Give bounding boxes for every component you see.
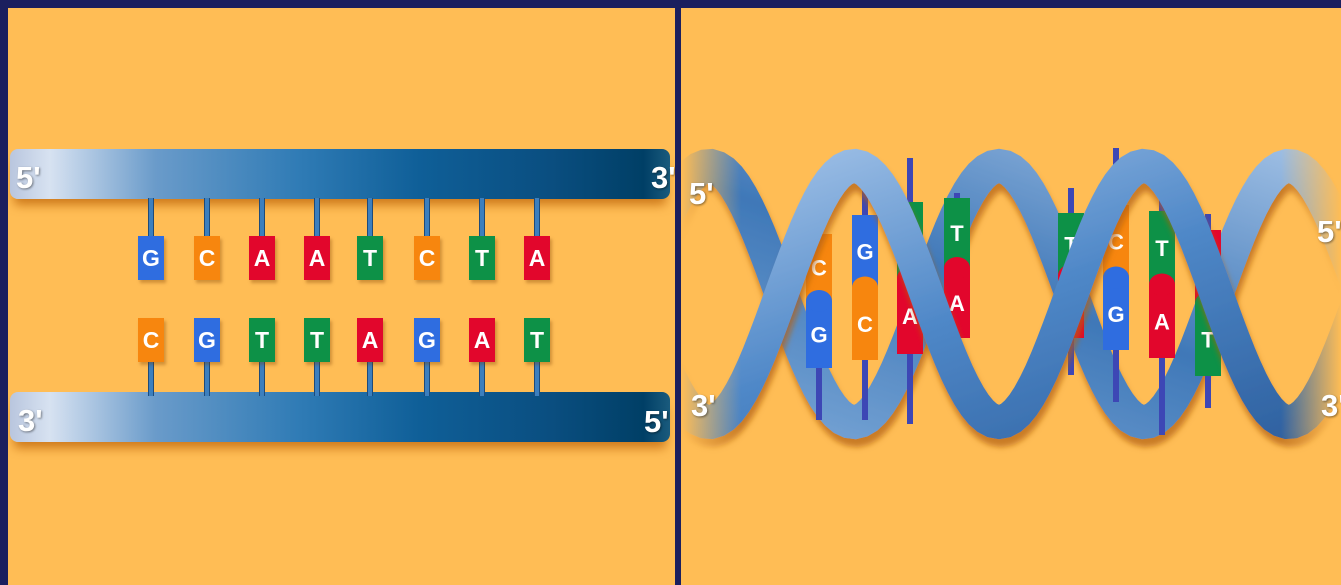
- top-base: C: [194, 236, 220, 280]
- top-base-stick: [314, 198, 320, 238]
- helix-top-right-5-prime-label: 5': [1317, 214, 1341, 250]
- helix-bottom-left-3-prime-label: 3': [691, 388, 716, 424]
- top-base-stick: [204, 198, 210, 238]
- helix-base-bulge: [852, 277, 878, 299]
- bottom-base-stick: [204, 360, 210, 396]
- right-edge-fade: [1281, 8, 1341, 585]
- helix-bottom-base-letter: G: [810, 323, 827, 348]
- bottom-base-stick: [259, 360, 265, 396]
- bottom-base-stick: [314, 360, 320, 396]
- bottom-base-stick: [148, 360, 154, 396]
- bottom-base: T: [304, 318, 330, 362]
- bottom-base: A: [357, 318, 383, 362]
- bottom-strand-3-prime-label: 3': [18, 403, 43, 439]
- top-base: G: [138, 236, 164, 280]
- helix-base-bulge: [1103, 267, 1129, 289]
- helix-top-left-5-prime-label: 5': [689, 176, 714, 212]
- top-base-stick: [424, 198, 430, 238]
- helix-top-base-letter: G: [856, 239, 873, 264]
- helix-base-bulge: [944, 257, 970, 279]
- top-base-stick: [367, 198, 373, 238]
- bottom-base-stick: [534, 360, 540, 396]
- bottom-strand: [10, 392, 670, 442]
- bottom-base-stick: [367, 360, 373, 396]
- top-strand-5-prime-label: 5': [16, 160, 41, 196]
- bottom-base-stick: [479, 360, 485, 396]
- top-base-stick: [479, 198, 485, 238]
- helix-bottom-base-letter: C: [857, 312, 873, 337]
- top-base: A: [524, 236, 550, 280]
- helix-top-base-letter: C: [811, 256, 827, 281]
- helix-base-bulge: [1149, 274, 1175, 296]
- top-strand: [10, 149, 670, 199]
- top-base: C: [414, 236, 440, 280]
- top-base-stick: [148, 198, 154, 238]
- top-base-stick: [534, 198, 540, 238]
- bottom-base: C: [138, 318, 164, 362]
- bottom-base: G: [194, 318, 220, 362]
- top-base: A: [304, 236, 330, 280]
- helix-bottom-base-letter: G: [1107, 302, 1124, 327]
- bottom-base: T: [249, 318, 275, 362]
- left-edge-fade: [681, 8, 741, 585]
- helix-bottom-base-letter: A: [1154, 309, 1170, 334]
- bottom-base: G: [414, 318, 440, 362]
- helix-top-base-letter: T: [1155, 236, 1169, 261]
- helix-bottom-base-letter: A: [949, 291, 965, 316]
- helix-bottom-right-3-prime-label: 3': [1321, 388, 1341, 424]
- top-base: A: [249, 236, 275, 280]
- bottom-base: A: [469, 318, 495, 362]
- top-strand-3-prime-label: 3': [651, 160, 675, 196]
- helix-top-base-letter: T: [950, 221, 964, 246]
- top-base-stick: [259, 198, 265, 238]
- bottom-base: T: [524, 318, 550, 362]
- helix-base-bulge: [806, 290, 832, 312]
- top-base: T: [357, 236, 383, 280]
- bottom-strand-5-prime-label: 5': [644, 404, 669, 440]
- top-base: T: [469, 236, 495, 280]
- bottom-base-stick: [424, 360, 430, 396]
